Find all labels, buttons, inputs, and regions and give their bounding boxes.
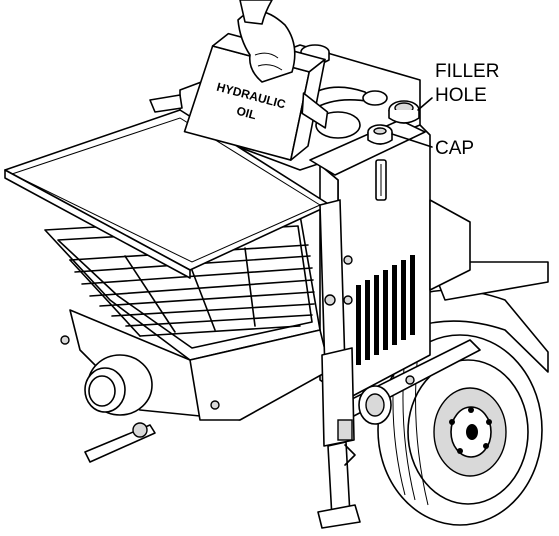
cap — [368, 125, 392, 144]
filler-hole-label-line-1: FILLER — [435, 61, 499, 82]
filler-hole — [389, 101, 419, 123]
filler-hole-label-line-2: HOLE — [435, 85, 487, 106]
cap-label: CAP — [435, 138, 474, 159]
